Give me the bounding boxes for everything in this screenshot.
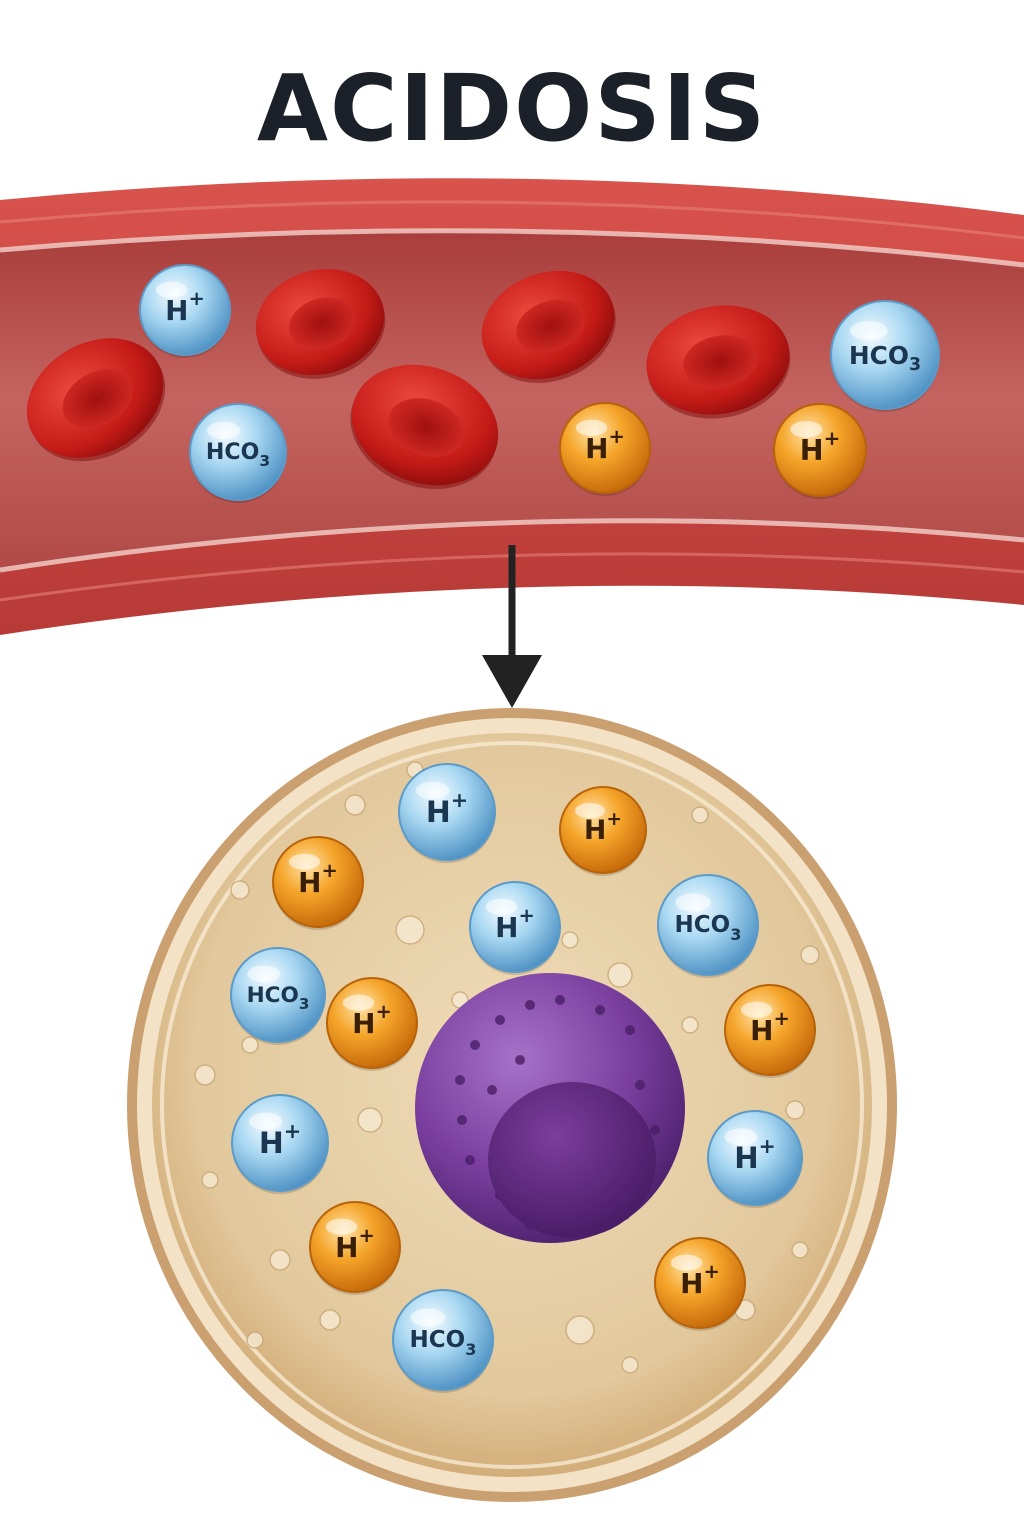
diagram-title: ACIDOSIS <box>256 55 768 162</box>
ion-label: H+ <box>750 1007 790 1047</box>
ion-label: H+ <box>298 859 338 899</box>
hydrogen-ion: H+ <box>326 977 418 1071</box>
ion-label: HCO3 <box>410 1327 477 1359</box>
ion-label: H+ <box>680 1260 720 1300</box>
red-blood-cell <box>646 305 791 419</box>
ion-label: H+ <box>585 425 625 465</box>
hydrogen-ion: H+ <box>707 1110 803 1208</box>
bicarbonate-ion: HCO3 <box>230 947 326 1045</box>
hydrogen-ion: H+ <box>654 1237 746 1331</box>
ion-label: HCO3 <box>206 440 270 471</box>
hydrogen-ion: H+ <box>469 881 561 975</box>
nucleolus <box>488 1082 656 1238</box>
ion-label: HCO3 <box>675 912 742 944</box>
red-blood-cell <box>350 364 499 489</box>
red-blood-cells <box>26 269 791 489</box>
bicarbonate-ion: HCO3 <box>657 874 759 978</box>
hydrogen-ion: H+ <box>231 1094 329 1194</box>
nucleus <box>415 973 685 1243</box>
ion-label: H+ <box>259 1119 301 1161</box>
hydrogen-ion: H+ <box>773 403 867 499</box>
ion-label: H+ <box>584 809 622 846</box>
ion-label: HCO3 <box>247 983 310 1014</box>
hydrogen-ion: H+ <box>272 836 364 930</box>
hydrogen-ion: H+ <box>309 1201 401 1295</box>
hydrogen-ion: H+ <box>139 264 231 358</box>
ion-label: H+ <box>734 1134 775 1175</box>
red-blood-cell <box>481 270 616 383</box>
red-blood-cell <box>26 338 166 462</box>
bicarbonate-ion: HCO3 <box>189 403 287 503</box>
hydrogen-ion: H+ <box>559 402 651 496</box>
body-cell <box>127 708 897 1502</box>
hydrogen-ion: H+ <box>398 763 496 863</box>
bicarbonate-ion: HCO3 <box>392 1289 494 1393</box>
ion-label: HCO3 <box>849 341 921 376</box>
ion-label: H+ <box>800 426 841 467</box>
bicarbonate-ion: HCO3 <box>830 300 940 412</box>
red-blood-cell <box>255 269 386 379</box>
ion-label: H+ <box>335 1224 375 1264</box>
ion-label: H+ <box>352 1000 392 1040</box>
ion-label: H+ <box>426 788 468 830</box>
ion-label: H+ <box>165 287 205 327</box>
ion-label: H+ <box>495 904 535 944</box>
hydrogen-ion: H+ <box>559 786 647 876</box>
hydrogen-ion: H+ <box>724 984 816 1078</box>
down-arrow-icon <box>482 545 542 708</box>
